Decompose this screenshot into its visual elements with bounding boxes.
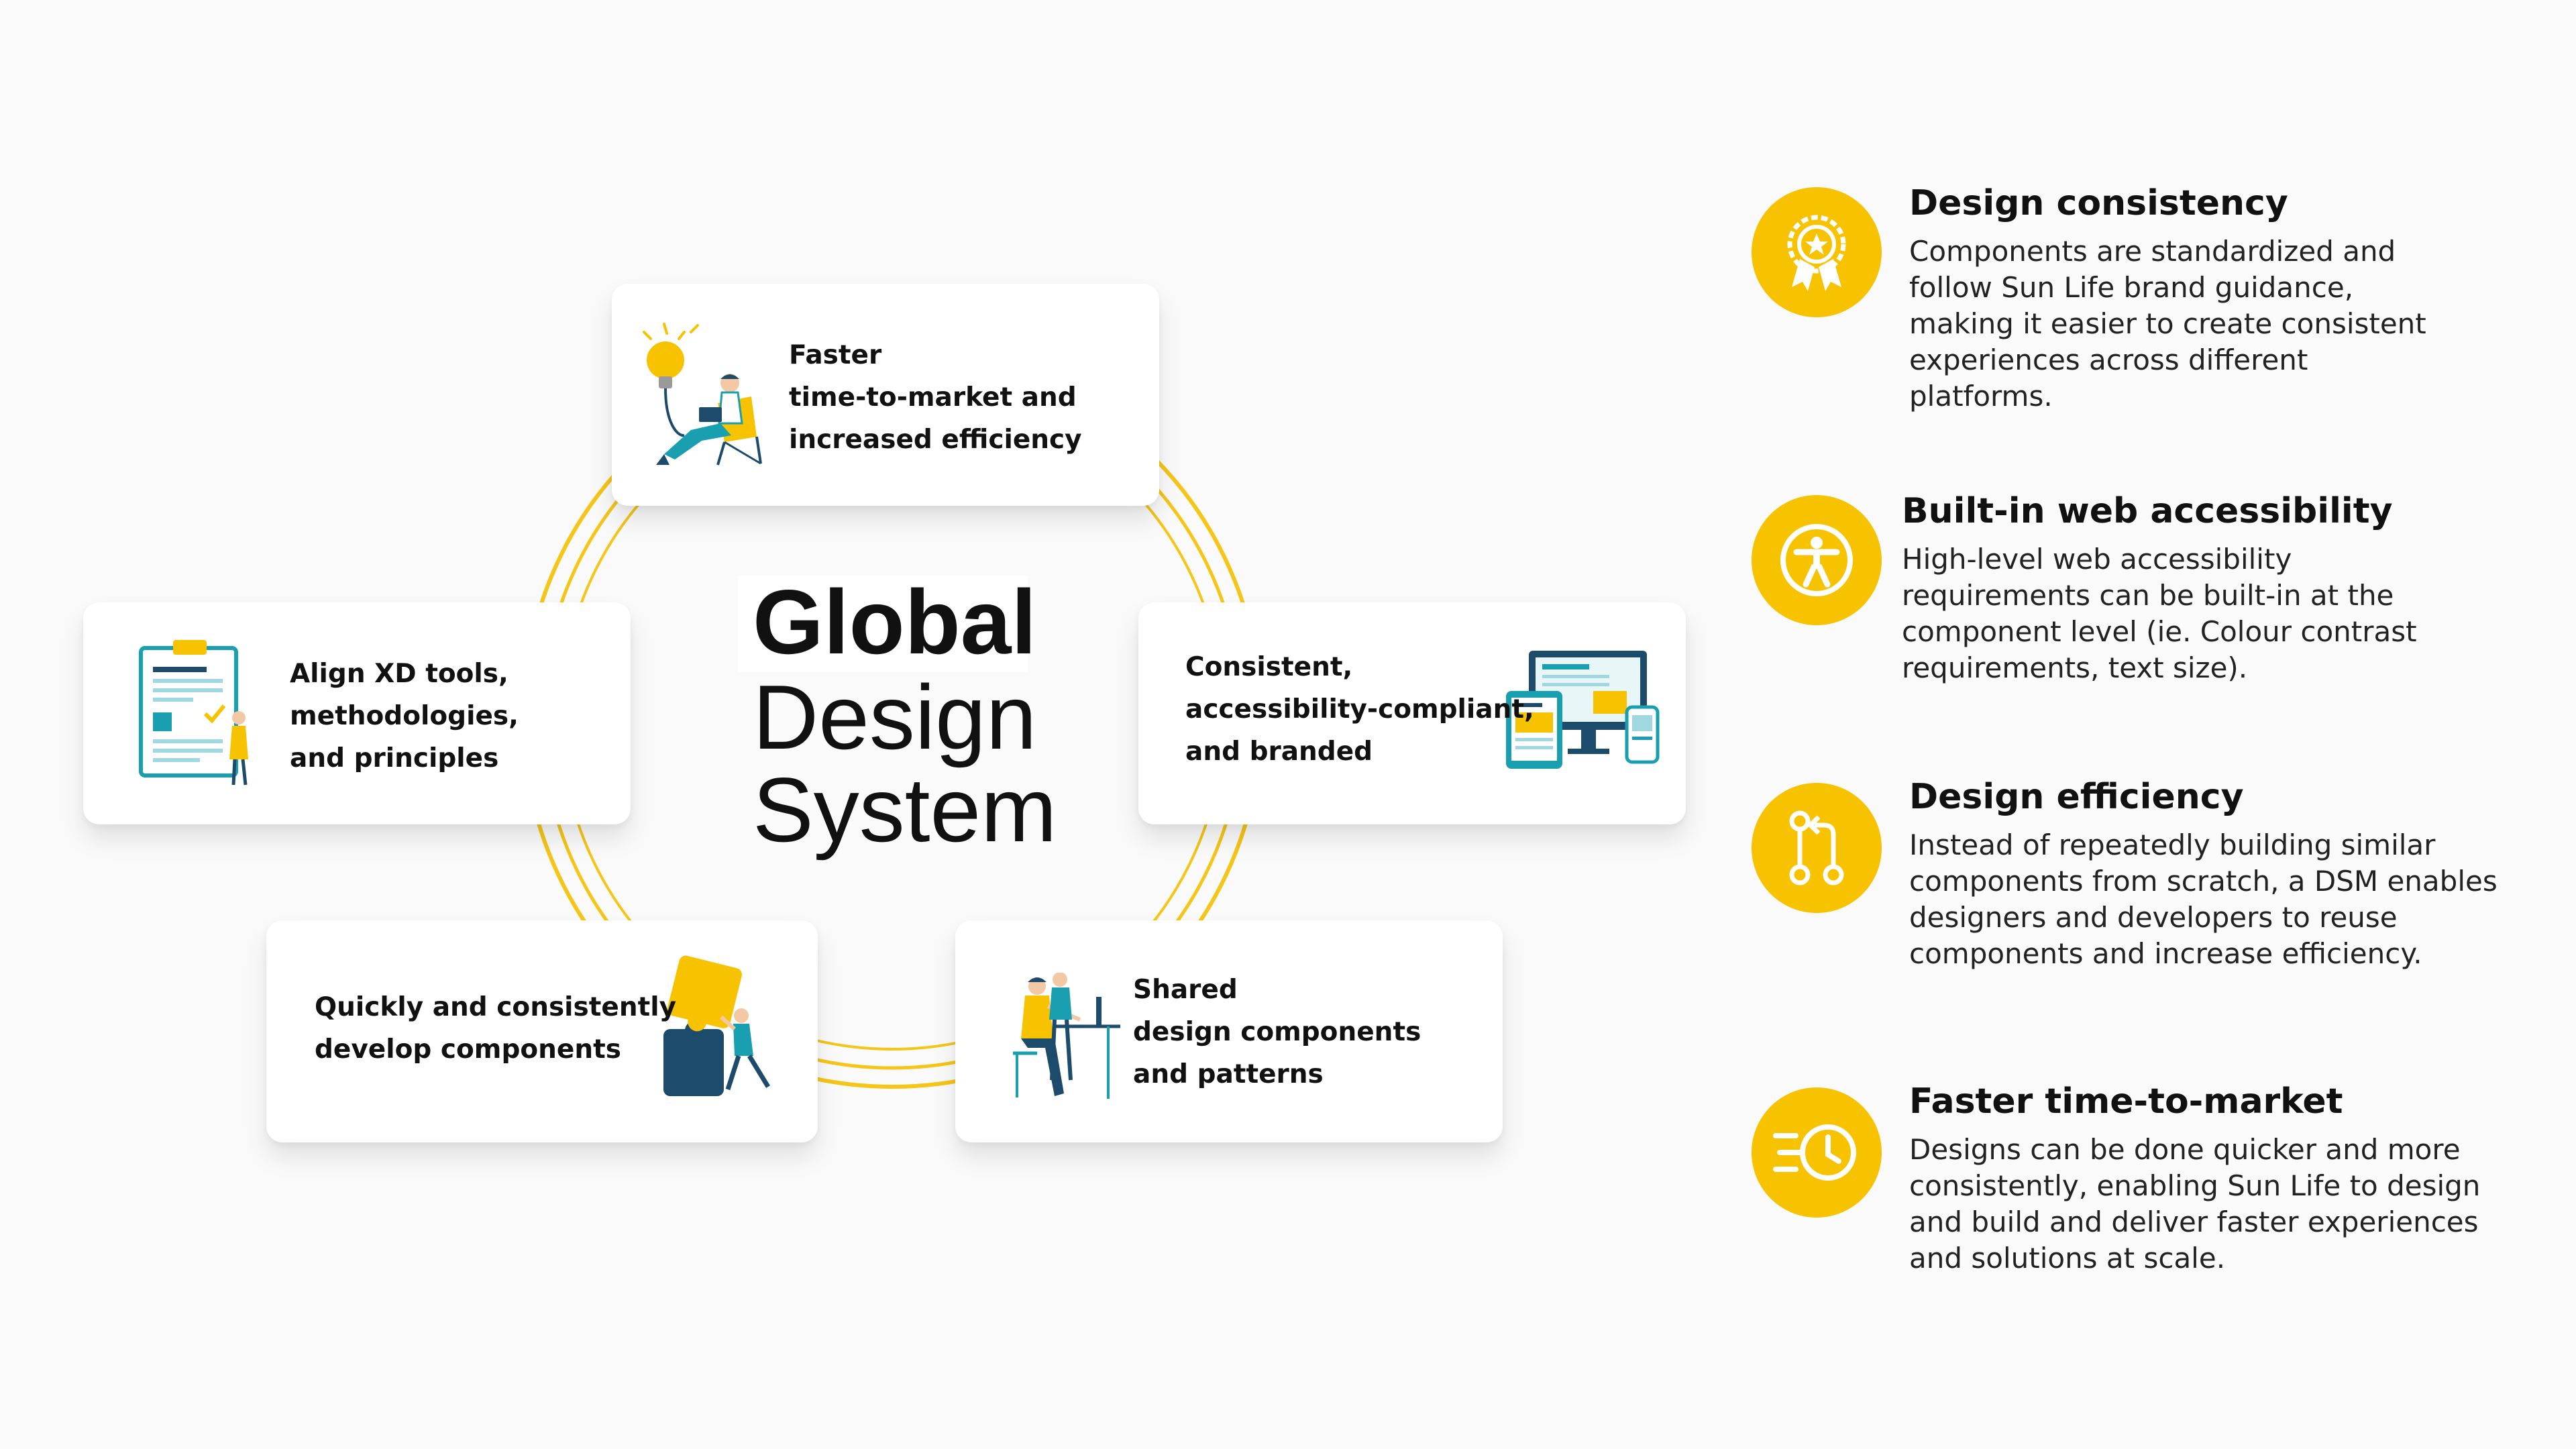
people-at-desk-illustration	[1013, 973, 1120, 1099]
desc-line: designers and developers to reuse	[1909, 901, 2398, 934]
card-right-line-2: accessibility-compliant,	[1185, 694, 1534, 724]
desc-line: and solutions at scale.	[1909, 1242, 2226, 1275]
award-badge-icon	[1752, 187, 1882, 317]
card-bottom-right-line-1: Shared	[1133, 975, 1238, 1005]
card-left-line-3: and principles	[290, 743, 499, 773]
benefit-description: High-level web accessibility requirement…	[1902, 541, 2417, 686]
desc-line: follow Sun Life brand guidance,	[1909, 271, 2354, 304]
puzzle-blocks-illustration	[663, 955, 770, 1096]
card-align-xd-tools: Align XD tools, methodologies, and princ…	[83, 602, 631, 824]
card-right-line-1: Consistent,	[1185, 652, 1353, 682]
card-top-line-1: Faster	[789, 340, 882, 370]
card-top-line-2: time-to-market and	[789, 382, 1077, 413]
hub-title-system: System	[753, 759, 1057, 861]
desc-line: Designs can be done quicker and more	[1909, 1133, 2461, 1166]
card-consistent-accessible-branded: Consistent, accessibility-compliant, and…	[1138, 602, 1686, 824]
desc-line: components and increase efficiency.	[1909, 937, 2422, 970]
card-bottom-left-line-2: develop components	[315, 1034, 621, 1065]
desc-line: consistently, enabling Sun Life to desig…	[1909, 1169, 2481, 1202]
desc-line: making it easier to create consistent	[1909, 307, 2426, 340]
desc-line: requirements, text size).	[1902, 651, 2248, 684]
pull-request-icon	[1752, 783, 1882, 913]
card-bottom-right-line-2: design components	[1133, 1017, 1421, 1047]
benefit-title: Built-in web accessibility	[1902, 491, 2393, 531]
card-bottom-right-line-3: and patterns	[1133, 1059, 1324, 1089]
desc-line: experiences across different	[1909, 343, 2308, 376]
card-bottom-left-line-1: Quickly and consistently	[315, 992, 677, 1022]
desc-line: component level (ie. Colour contrast	[1902, 615, 2417, 648]
desc-line: components from scratch, a DSM enables	[1909, 865, 2498, 898]
benefit-title: Design consistency	[1909, 183, 2288, 223]
card-right-line-3: and branded	[1185, 737, 1373, 767]
title-highlight-box	[738, 576, 1028, 672]
card-quickly-develop-components: Quickly and consistently develop compone…	[266, 920, 818, 1142]
desc-line: and build and deliver faster experiences	[1909, 1205, 2479, 1238]
hub-title-global: Global	[753, 571, 1037, 673]
card-faster-time-to-market: Faster time-to-market and increased effi…	[612, 284, 1159, 506]
lightbulb-person-illustration	[643, 323, 762, 466]
benefit-title: Faster time-to-market	[1909, 1081, 2343, 1122]
card-left-line-2: methodologies,	[290, 701, 519, 731]
card-top-line-3: increased efficiency	[789, 425, 1082, 455]
desc-line: Components are standardized and	[1909, 235, 2396, 268]
card-left-line-1: Align XD tools,	[290, 659, 508, 689]
hub-title-design: Design	[753, 666, 1037, 768]
fast-clock-icon	[1752, 1087, 1882, 1218]
desc-line: platforms.	[1909, 380, 2053, 413]
desc-line: High-level web accessibility	[1902, 543, 2292, 576]
clipboard-checklist-illustration	[139, 640, 248, 786]
card-shared-design-components: Shared design components and patterns	[955, 920, 1503, 1142]
hub-title: Global Design System	[753, 571, 1057, 861]
benefit-description: Designs can be done quicker and more con…	[1909, 1132, 2480, 1277]
benefit-title: Design efficiency	[1909, 777, 2244, 817]
benefit-description: Components are standardized and follow S…	[1909, 233, 2426, 415]
benefit-description: Instead of repeatedly building similar c…	[1909, 827, 2498, 972]
accessibility-person-icon	[1752, 495, 1882, 625]
desc-line: Instead of repeatedly building similar	[1909, 828, 2436, 861]
desc-line: requirements can be built-in at the	[1902, 579, 2394, 612]
devices-illustration	[1506, 651, 1660, 769]
